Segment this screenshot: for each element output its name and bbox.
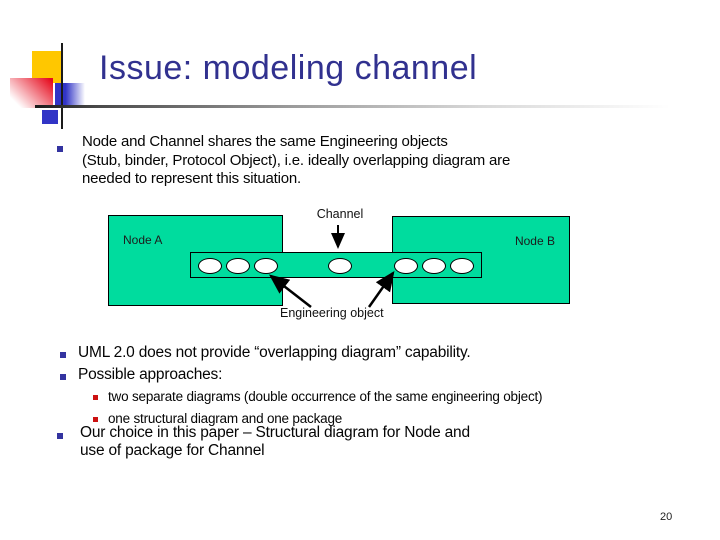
bullet-1-line-3: needed to represent this situation.	[82, 170, 301, 188]
engineering-object-arrow-right	[367, 270, 395, 308]
engineering-object-label: Engineering object	[280, 306, 384, 320]
accent-blue-square	[55, 83, 85, 107]
engineering-object-ellipse	[394, 258, 418, 274]
channel-diagram: Node A Node B Channel Engineering object	[0, 200, 720, 340]
engineering-object-ellipse	[422, 258, 446, 274]
engineering-object-ellipse	[226, 258, 250, 274]
engineering-object-ellipse	[328, 258, 352, 274]
channel-bar	[190, 252, 482, 278]
bullet-marker	[60, 374, 66, 380]
bullet-1-line-1: Node and Channel shares the same Enginee…	[82, 133, 448, 150]
bullet-1-line-2: (Stub, binder, Protocol Object), i.e. id…	[82, 151, 511, 169]
bullet-2: UML 2.0 does not provide “overlapping di…	[78, 344, 471, 361]
sub-bullet-marker	[93, 395, 98, 400]
bullet-marker	[57, 146, 63, 152]
bullet-4-line-1: Our choice in this paper – Structural di…	[80, 424, 470, 441]
engineering-object-ellipse	[198, 258, 222, 274]
title-underline	[35, 105, 670, 108]
bullet-3: Possible approaches:	[78, 366, 223, 383]
engineering-object-ellipse	[450, 258, 474, 274]
sub-bullet-marker	[93, 417, 98, 422]
engineering-object-ellipse	[254, 258, 278, 274]
bullet-1: Node and Channel shares the same Enginee…	[82, 133, 510, 189]
accent-vertical-line	[61, 43, 63, 129]
page-title: Issue: modeling channel	[99, 49, 478, 87]
node-b-label: Node B	[514, 234, 555, 248]
accent-blue-small-square	[42, 110, 58, 124]
bullet-4: Our choice in this paper – Structural di…	[80, 424, 470, 460]
bullet-3-sub-2: one structural diagram and one package	[108, 411, 343, 426]
diagram-arrows	[269, 225, 395, 308]
page-number: 20	[660, 511, 673, 523]
bullet-4-line-2: use of package for Channel	[80, 442, 265, 459]
accent-yellow-square	[32, 51, 62, 83]
bullet-marker	[60, 352, 66, 358]
node-a-label: Node A	[123, 233, 163, 247]
accent-red-square	[10, 78, 53, 108]
bullet-3-sub-1: two separate diagrams (double occurrence…	[108, 389, 543, 404]
bullet-marker	[57, 433, 63, 439]
channel-label: Channel	[316, 207, 364, 221]
node-b-box: Node B	[392, 216, 570, 304]
engineering-object-arrow-left	[269, 274, 312, 308]
